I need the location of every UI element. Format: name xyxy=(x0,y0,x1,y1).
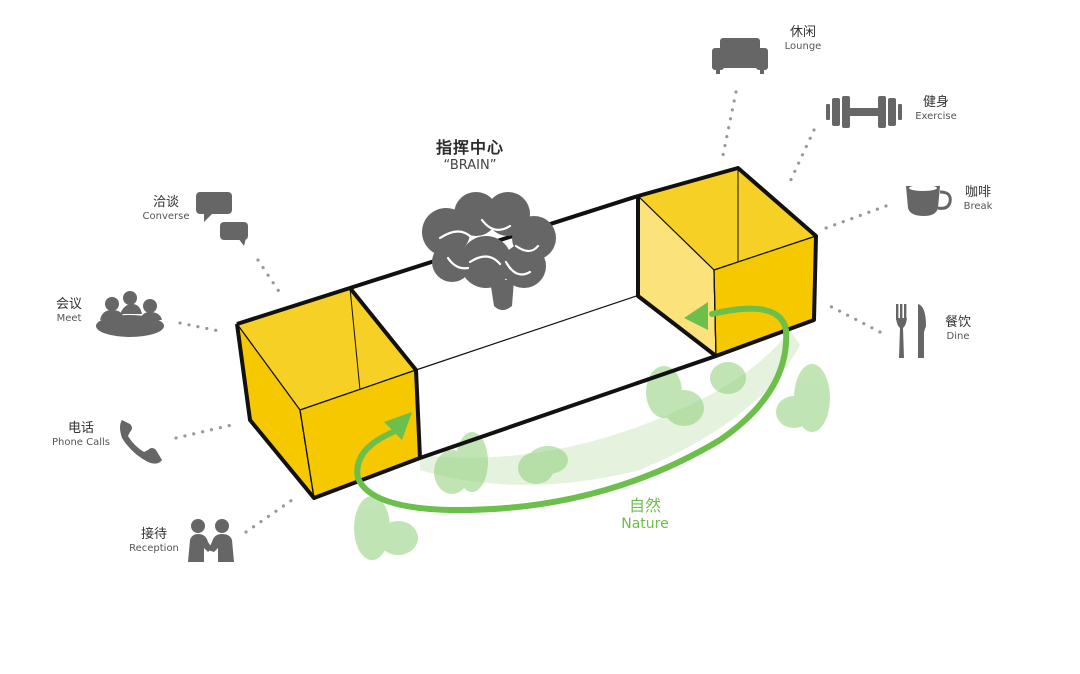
connector-dots xyxy=(174,90,888,534)
nature-label-en: Nature xyxy=(621,516,669,532)
coffee-cup-icon xyxy=(906,185,952,216)
label-phone-calls-en: Phone Calls xyxy=(51,436,111,448)
label-lounge-zh: 休闲 xyxy=(789,25,816,40)
label-exercise: 健身 Exercise xyxy=(908,95,964,122)
label-converse-en: Converse xyxy=(142,210,190,222)
label-meet-zh: 会议 xyxy=(55,297,82,312)
label-exercise-en: Exercise xyxy=(915,110,957,122)
arrow-head-left xyxy=(384,412,412,440)
foliage xyxy=(354,362,830,560)
label-reception-en: Reception xyxy=(129,542,179,554)
label-lounge-en: Lounge xyxy=(784,40,822,52)
label-dine-en: Dine xyxy=(946,330,970,342)
handshake-people-icon xyxy=(188,519,234,562)
nature-loop-arrow xyxy=(354,305,790,514)
fork-knife-icon xyxy=(896,304,926,358)
phone-icon xyxy=(120,420,162,464)
meeting-group-icon xyxy=(96,291,164,337)
nature-label: 自然 Nature xyxy=(600,496,690,534)
brain-label: 指挥中心 “BRAIN” xyxy=(420,138,520,174)
nature-label-zh: 自然 xyxy=(628,496,661,515)
speech-bubbles-icon xyxy=(196,192,248,246)
brain-icon xyxy=(422,192,556,310)
brain-label-en: “BRAIN” xyxy=(443,158,497,173)
label-lounge: 休闲 Lounge xyxy=(778,25,828,52)
label-dine: 餐饮 Dine xyxy=(934,315,982,342)
label-break-en: Break xyxy=(963,200,993,212)
right-box xyxy=(636,166,818,358)
label-converse: 洽谈 Converse xyxy=(136,195,196,222)
label-reception: 接待 Reception xyxy=(124,527,184,554)
label-reception-zh: 接待 xyxy=(140,527,167,542)
label-converse-zh: 洽谈 xyxy=(152,195,179,210)
label-dine-zh: 餐饮 xyxy=(944,315,971,330)
left-box xyxy=(235,286,422,500)
dumbbell-icon xyxy=(826,96,902,128)
label-meet: 会议 Meet xyxy=(44,297,94,324)
label-meet-en: Meet xyxy=(56,312,82,324)
brain-label-zh: 指挥中心 xyxy=(435,138,504,157)
label-break: 咖啡 Break xyxy=(954,185,1002,212)
label-phone-calls: 电话 Phone Calls xyxy=(48,421,114,448)
label-exercise-zh: 健身 xyxy=(922,95,949,110)
label-break-zh: 咖啡 xyxy=(964,185,991,200)
sofa-icon xyxy=(712,38,768,74)
label-phone-calls-zh: 电话 xyxy=(67,421,94,436)
arrow-head-right xyxy=(684,302,708,330)
